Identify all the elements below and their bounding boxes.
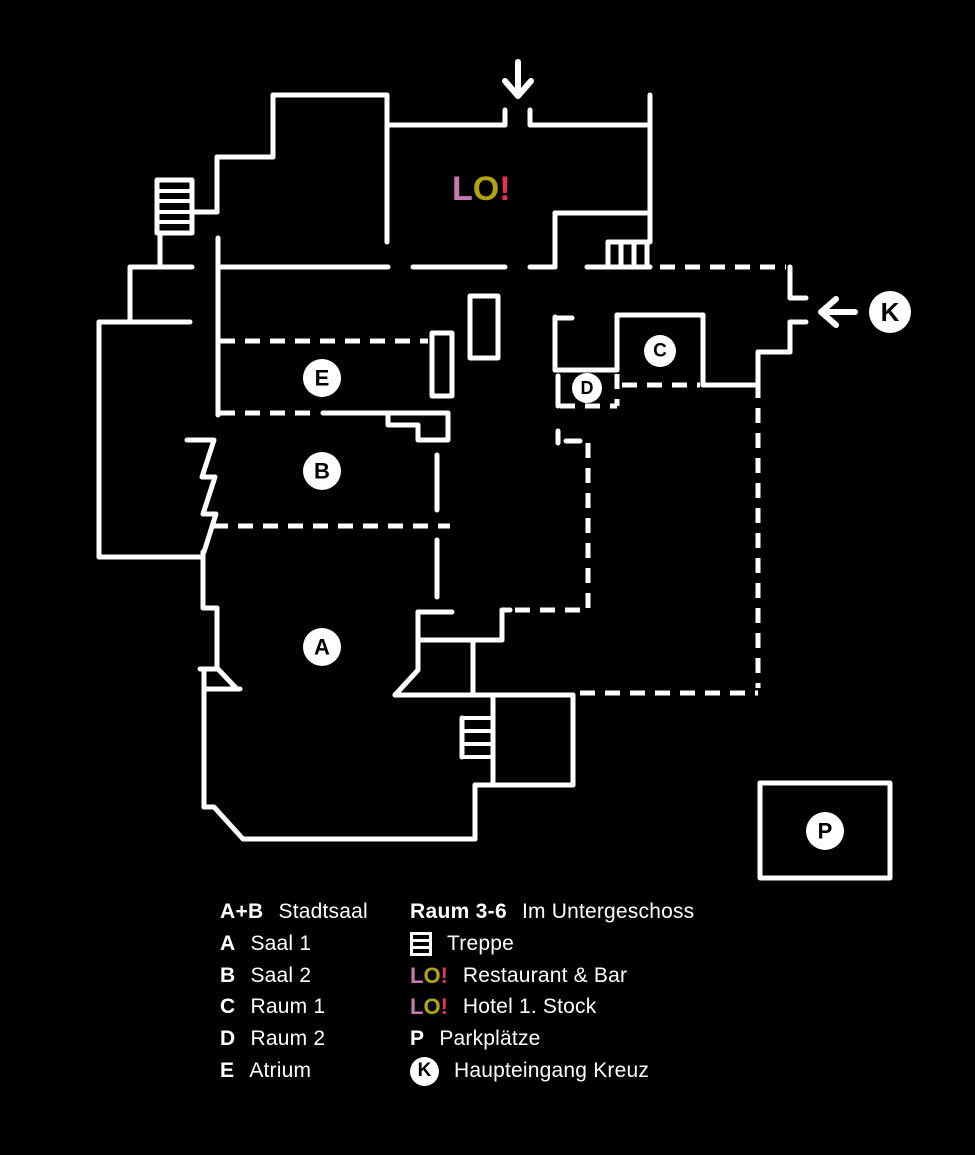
legend-item-saal2: B Saal 2 (220, 962, 311, 990)
lo-logo-l: L (452, 170, 473, 208)
legend-label: Im Untergeschoss (521, 900, 695, 923)
legend-key: E (220, 1059, 235, 1082)
stairs-icon (410, 932, 432, 956)
legend-item-raum2: D Raum 2 (220, 1025, 325, 1053)
left-arrow-icon (818, 296, 858, 328)
lo-logo: LO! (452, 170, 511, 208)
legend-key: Raum 3-6 (410, 900, 507, 923)
legend-key: D (220, 1027, 236, 1050)
legend-label: Atrium (249, 1059, 312, 1082)
legend-item-parkplaetze: P Parkplätze (410, 1025, 541, 1053)
legend-label: Treppe (447, 932, 514, 955)
legend-key: C (220, 995, 236, 1018)
wall-lines (96, 92, 893, 881)
room-badge-d-letter: D (581, 378, 594, 398)
legend-label: Raum 2 (250, 1027, 326, 1050)
room-badge-e: E (303, 359, 341, 397)
legend-label: Hotel 1. Stock (462, 995, 597, 1018)
room-badge-c: C (644, 335, 676, 367)
legend-label: Parkplätze (439, 1027, 541, 1050)
lo-logo-bang: ! (499, 170, 510, 208)
lo-logo-o: O (473, 170, 499, 208)
legend-label: Restaurant & Bar (462, 964, 628, 987)
room-badge-c-letter: C (653, 341, 667, 362)
legend-label: Saal 2 (250, 964, 312, 987)
room-badge-e-letter: E (315, 366, 330, 391)
room-badge-a: A (303, 628, 341, 666)
legend-item-atrium: E Atrium (220, 1057, 311, 1085)
room-badge-a-letter: A (314, 635, 330, 660)
parking-area (757, 780, 893, 881)
lo-logo-o: O (423, 963, 441, 988)
legend-key: B (220, 964, 236, 987)
legend-item-hotel: LO! Hotel 1. Stock (410, 993, 596, 1021)
dashed-lines (213, 264, 786, 696)
lo-logo-l: L (410, 994, 424, 1019)
legend-item-treppe: Treppe (410, 930, 514, 958)
parking-badge: P (806, 812, 844, 850)
legend-item-saal1: A Saal 1 (220, 930, 311, 958)
lo-logo: LO! (410, 963, 448, 989)
legend-key: A (220, 932, 236, 955)
lo-logo-o: O (423, 994, 441, 1019)
legend-label: Saal 1 (250, 932, 312, 955)
legend-item-restaurant: LO! Restaurant & Bar (410, 962, 627, 990)
parking-badge-letter: P (818, 819, 833, 844)
legend-item-untergeschoss: Raum 3-6 Im Untergeschoss (410, 898, 694, 926)
k-entrance-letter: K (881, 297, 900, 327)
lo-logo-l: L (410, 963, 424, 988)
legend-label: Haupteingang Kreuz (454, 1059, 650, 1082)
lo-logo: LO! (410, 994, 448, 1020)
stairs-icon (459, 715, 495, 760)
room-badge-d: D (572, 373, 602, 403)
lo-logo-bang: ! (440, 994, 448, 1019)
stairs-icon (154, 177, 195, 236)
stairs-icon (605, 239, 651, 270)
legend-label: Raum 1 (250, 995, 326, 1018)
k-entrance-badge: K (869, 291, 911, 333)
room-badge-b-letter: B (314, 459, 330, 484)
k-entrance-badge: K (410, 1056, 439, 1086)
legend-item-haupteingang: K Haupteingang Kreuz (410, 1056, 650, 1086)
lo-logo-bang: ! (440, 963, 448, 988)
legend-item-raum1: C Raum 1 (220, 993, 325, 1021)
legend-key: A+B (220, 900, 264, 923)
legend-label: Stadtsaal (278, 900, 368, 923)
legend-item-stadtsaal: A+B Stadtsaal (220, 898, 368, 926)
legend-key: P (410, 1027, 425, 1050)
room-badge-b: B (303, 452, 341, 490)
down-arrow-icon (502, 59, 534, 99)
